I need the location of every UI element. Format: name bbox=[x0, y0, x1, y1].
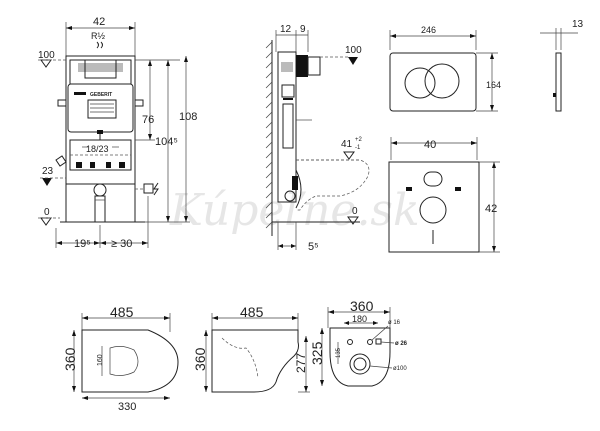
bowl-side-length: 485 bbox=[240, 304, 264, 320]
service-panel-view: 40 42 bbox=[388, 137, 500, 253]
dim-frame-width: 42 bbox=[93, 16, 105, 28]
dim-41: 41 bbox=[341, 139, 353, 150]
bowl-rear-135: 135 bbox=[336, 347, 342, 358]
frame-side-view: 12 9 100 41 +2 -1 0 5⁵ bbox=[265, 24, 370, 253]
dim-76: 76 bbox=[142, 114, 154, 126]
dim-bolt-spacing: 18/23 bbox=[86, 144, 109, 154]
bowl-side-height: 360 bbox=[192, 347, 208, 371]
tol-plus: +2 bbox=[355, 137, 363, 143]
dim-108: 108 bbox=[179, 111, 197, 123]
level-23-label: 23 bbox=[42, 166, 54, 177]
bowl-top-base: 330 bbox=[118, 401, 136, 413]
level-0-label: 0 bbox=[44, 207, 50, 218]
pipe-size-label: R½ bbox=[91, 31, 105, 41]
bowl-top-length: 485 bbox=[110, 304, 134, 320]
dim-19: 19⁵ bbox=[74, 238, 91, 250]
level-100-label: 100 bbox=[38, 50, 55, 61]
side-level-100: 100 bbox=[345, 45, 362, 56]
bowl-side-inner: 277 bbox=[294, 353, 308, 373]
dim-30: ≥ 30 bbox=[111, 238, 132, 250]
bowl-top-inner: 160 bbox=[97, 354, 104, 366]
dim-9: 9 bbox=[300, 24, 306, 35]
dim-panel-height: 42 bbox=[485, 203, 497, 215]
bowl-side-view: 485 360 277 bbox=[192, 304, 310, 393]
dim-104: 104⁵ bbox=[155, 136, 178, 148]
dim-5-5: 5⁵ bbox=[308, 241, 319, 253]
dim-plate-depth: 13 bbox=[572, 19, 584, 30]
brand-label: GEBERIT bbox=[90, 92, 112, 98]
dim-plate-width: 246 bbox=[421, 25, 436, 35]
dim-12: 12 bbox=[280, 24, 292, 35]
rear-diameter-26: ø 26 bbox=[395, 341, 408, 347]
frame-front-view: 42 R½ GEBERIT 18/23 bbox=[38, 16, 197, 250]
dim-plate-height: 164 bbox=[486, 80, 501, 90]
tol-minus: -1 bbox=[355, 145, 361, 151]
rear-diameter-100: ø100 bbox=[393, 366, 407, 372]
bowl-rear-height: 325 bbox=[309, 341, 325, 365]
bowl-top-view: 485 360 160 330 bbox=[62, 304, 179, 413]
dim-panel-width: 40 bbox=[424, 139, 436, 151]
bowl-top-width: 360 bbox=[62, 347, 78, 371]
flush-plate-view: 246 164 13 bbox=[389, 19, 584, 112]
side-level-0: 0 bbox=[352, 206, 358, 217]
rear-diameter-16: ø 16 bbox=[388, 320, 401, 326]
bowl-rear-view: 360 180 ø 16 ø 26 ø100 325 135 bbox=[309, 298, 408, 387]
bowl-rear-inner: 180 bbox=[352, 314, 367, 324]
bowl-rear-width: 360 bbox=[350, 298, 374, 314]
